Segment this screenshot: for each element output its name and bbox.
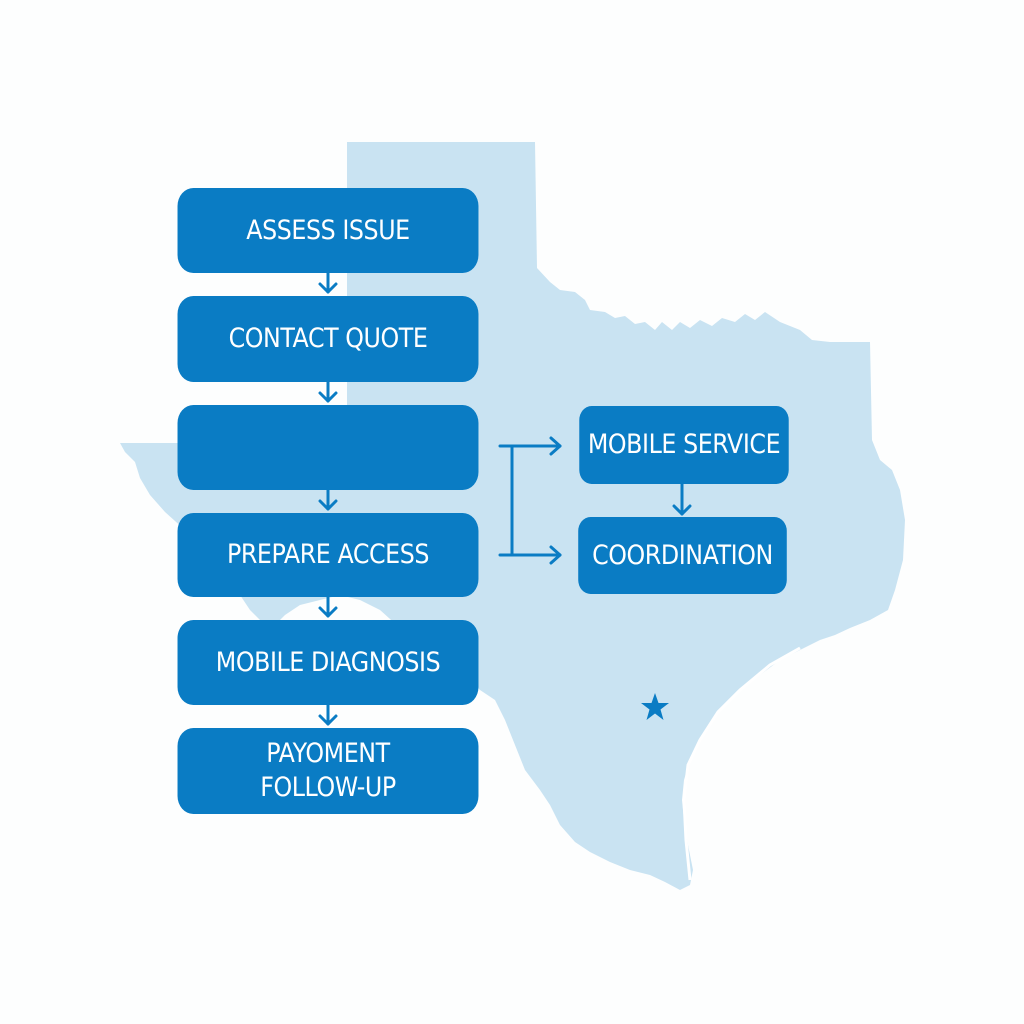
branch-label: COORDINATION (592, 539, 773, 571)
step-label: ASSESS ISSUE (246, 214, 410, 246)
step-prepare-access: PREPARE ACCESS (177, 513, 479, 597)
step-mobile-diagnosis: MOBILE DIAGNOSIS (177, 620, 479, 705)
step-label-line2: FOLLOW-UP (260, 772, 396, 803)
step-unlabeled (177, 405, 479, 490)
barrier-island (682, 646, 801, 881)
step-label: PREPARE ACCESS (226, 539, 430, 570)
branch-mobile-service: MOBILE SERVICE (579, 406, 789, 484)
step-assess-issue: ASSESS ISSUE (177, 188, 479, 273)
step-label: MOBILE DIAGNOSIS (215, 646, 441, 678)
star-icon (641, 693, 669, 720)
branch-label: MOBILE SERVICE (587, 429, 781, 460)
branch-coordination: COORDINATION (578, 517, 787, 594)
step-label-line1: PAYOMENT (266, 738, 390, 769)
step-payment-follow-up: PAYOMENT FOLLOW-UP (177, 728, 479, 814)
step-label: CONTACT QUOTE (228, 323, 428, 354)
step-contact-quote: CONTACT QUOTE (177, 296, 479, 382)
